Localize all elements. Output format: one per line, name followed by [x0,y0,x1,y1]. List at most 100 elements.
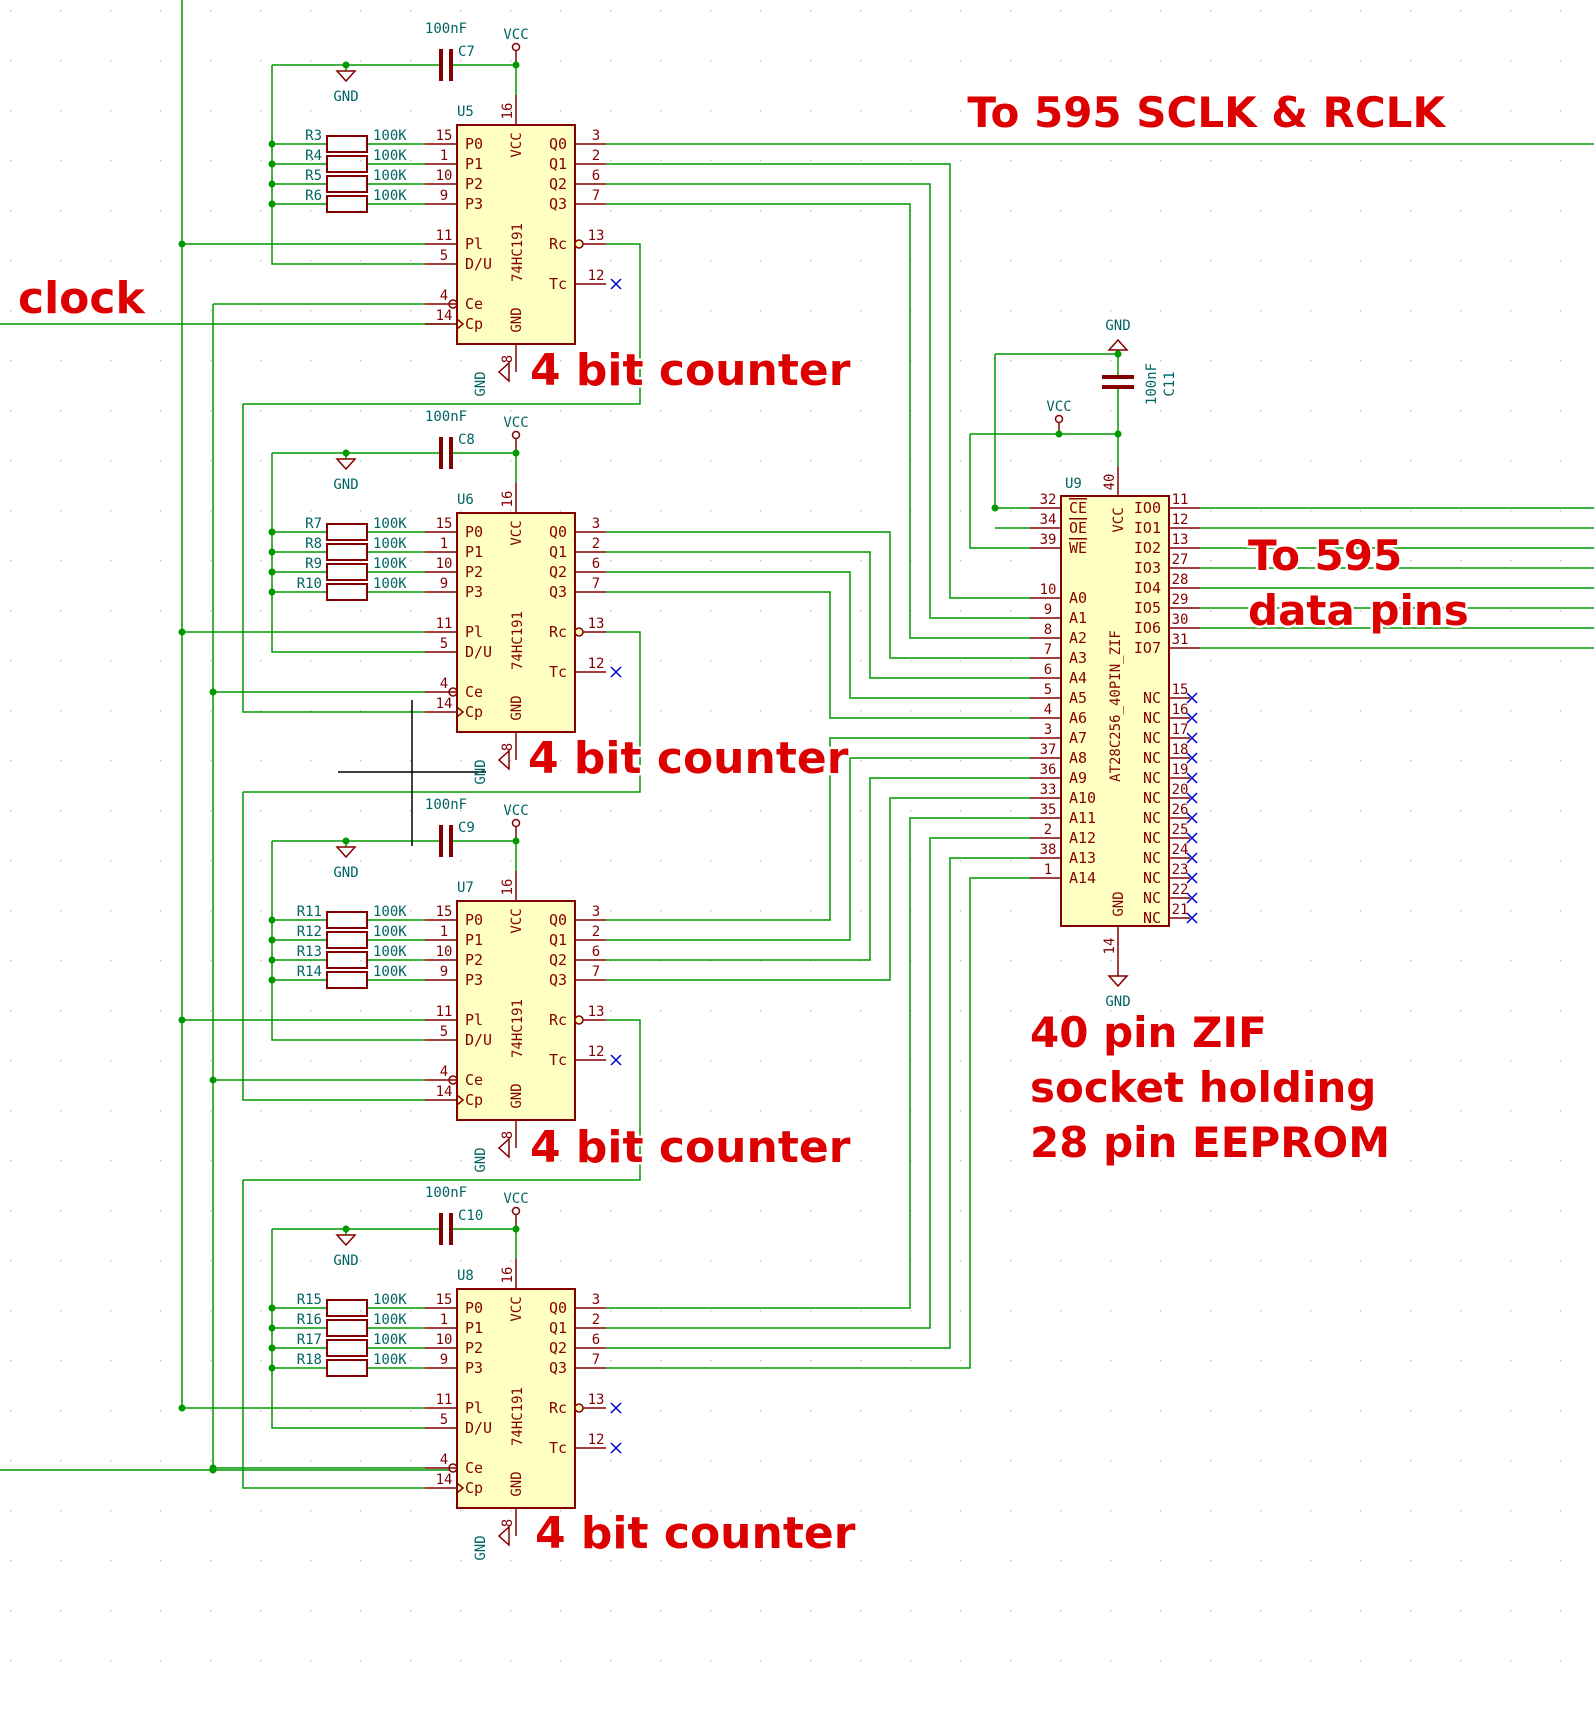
pin-name: P0 [465,1299,483,1317]
pin-number: 3 [1044,722,1052,738]
pin-number: 16 [1172,702,1189,718]
ripple-carry-wire [243,243,641,405]
resistor-value: 100K [373,1332,407,1348]
pin-number: 12 [588,1432,605,1448]
pin-number: 22 [1172,882,1189,898]
junction-dot [1055,430,1063,438]
junction-dot [342,1225,350,1233]
junction-dot [268,180,276,188]
pin-name: Cp [465,315,483,333]
resistor-ref: R7 [305,516,322,532]
pin-number: 16 [500,879,516,896]
pin-name: Q0 [549,523,567,541]
pin-number: 7 [1044,642,1052,658]
pin-name: IO3 [1134,559,1161,577]
pin-name: Pl [465,1011,483,1029]
pin-name: A1 [1069,609,1087,627]
annotation-label: 4 bit counter [535,1508,856,1559]
address-wire [606,817,1030,1309]
pin-name: P2 [465,1339,483,1357]
pin-name: P1 [465,1319,483,1337]
pin-number: 30 [1172,612,1189,628]
vcc-symbol [511,818,521,828]
pin-name: IO7 [1134,639,1161,657]
resistor-ref: R16 [297,1312,322,1328]
resistor-ref: R11 [297,904,322,920]
inversion-bubble [448,1075,458,1085]
pin-name: Rc [549,235,567,253]
junction-dot [268,916,276,924]
resistor-value: 100K [373,128,407,144]
pin-name: IO0 [1134,499,1161,517]
junction-dot [209,688,217,696]
address-wire [606,551,1030,679]
no-connect-marker [1186,772,1198,784]
pin-number: 28 [1172,572,1189,588]
pin-name: D/U [465,1419,492,1437]
pin-name: NC [1143,689,1161,707]
no-connect-marker [1186,692,1198,704]
pin-name: Tc [549,1439,567,1457]
vcc-label: VCC [1046,399,1071,415]
resistor-value: 100K [373,1352,407,1368]
pin-number: 4 [440,1452,448,1468]
pin-name: A14 [1069,869,1096,887]
pin-name: GND [509,1083,525,1108]
pin-number: 10 [436,168,453,184]
resistor-ref: R6 [305,188,322,204]
pin-name: NC [1143,829,1161,847]
pin-name: P3 [465,971,483,989]
pin-number: 7 [592,964,600,980]
junction-dot [268,1304,276,1312]
pin-name: NC [1143,769,1161,787]
junction-dot [268,936,276,944]
resistor-ref: R18 [297,1352,322,1368]
pin-number: 11 [1172,492,1189,508]
pin-name: P1 [465,543,483,561]
pin-number: 17 [1172,722,1189,738]
pin-number: 2 [1044,822,1052,838]
pin-number: 34 [1040,512,1057,528]
vcc-label: VCC [503,803,528,819]
resistor-value: 100K [373,168,407,184]
pin-name: P2 [465,563,483,581]
address-wire [606,837,1030,1329]
gnd-label: GND [1105,318,1130,334]
counter-chip-body [456,900,576,1121]
annotation-label: To 595 SCLK & RCLK [967,88,1446,137]
pin-number: 11 [436,1004,453,1020]
pin-name: Q2 [549,175,567,193]
resistor-body [326,175,368,193]
resistor-value: 100K [373,576,407,592]
pin-name: Q1 [549,931,567,949]
cp-wire [242,792,425,1101]
no-connect-marker [1186,892,1198,904]
pin-number: 12 [1172,512,1189,528]
pin-name: NC [1143,849,1161,867]
address-wire [606,797,1030,981]
gnd-label: GND [333,89,358,105]
pin-number: 1 [440,536,448,552]
pin-name: P2 [465,951,483,969]
pin-name: Cp [465,1091,483,1109]
pin-number: 8 [500,743,516,751]
inversion-bubble [448,299,458,309]
pin-name: GND [1111,891,1127,916]
pin-name: Q3 [549,1359,567,1377]
pin-number: 6 [592,944,600,960]
resistor-value: 100K [373,1292,407,1308]
vcc-symbol [511,42,521,52]
pin-name: A5 [1069,689,1087,707]
resistor-ref: R14 [297,964,322,980]
pin-number: 15 [436,1292,453,1308]
resistor-value: 100K [373,536,407,552]
gnd-symbol [1107,338,1129,351]
gnd-label: GND [473,371,489,396]
annotation-label: clock [18,273,146,324]
resistor-body [326,135,368,153]
pin-name: Q0 [549,911,567,929]
pin-number: 9 [1044,602,1052,618]
resistor-ref: R10 [297,576,322,592]
junction-dot [209,1076,217,1084]
junction-dot [342,449,350,457]
